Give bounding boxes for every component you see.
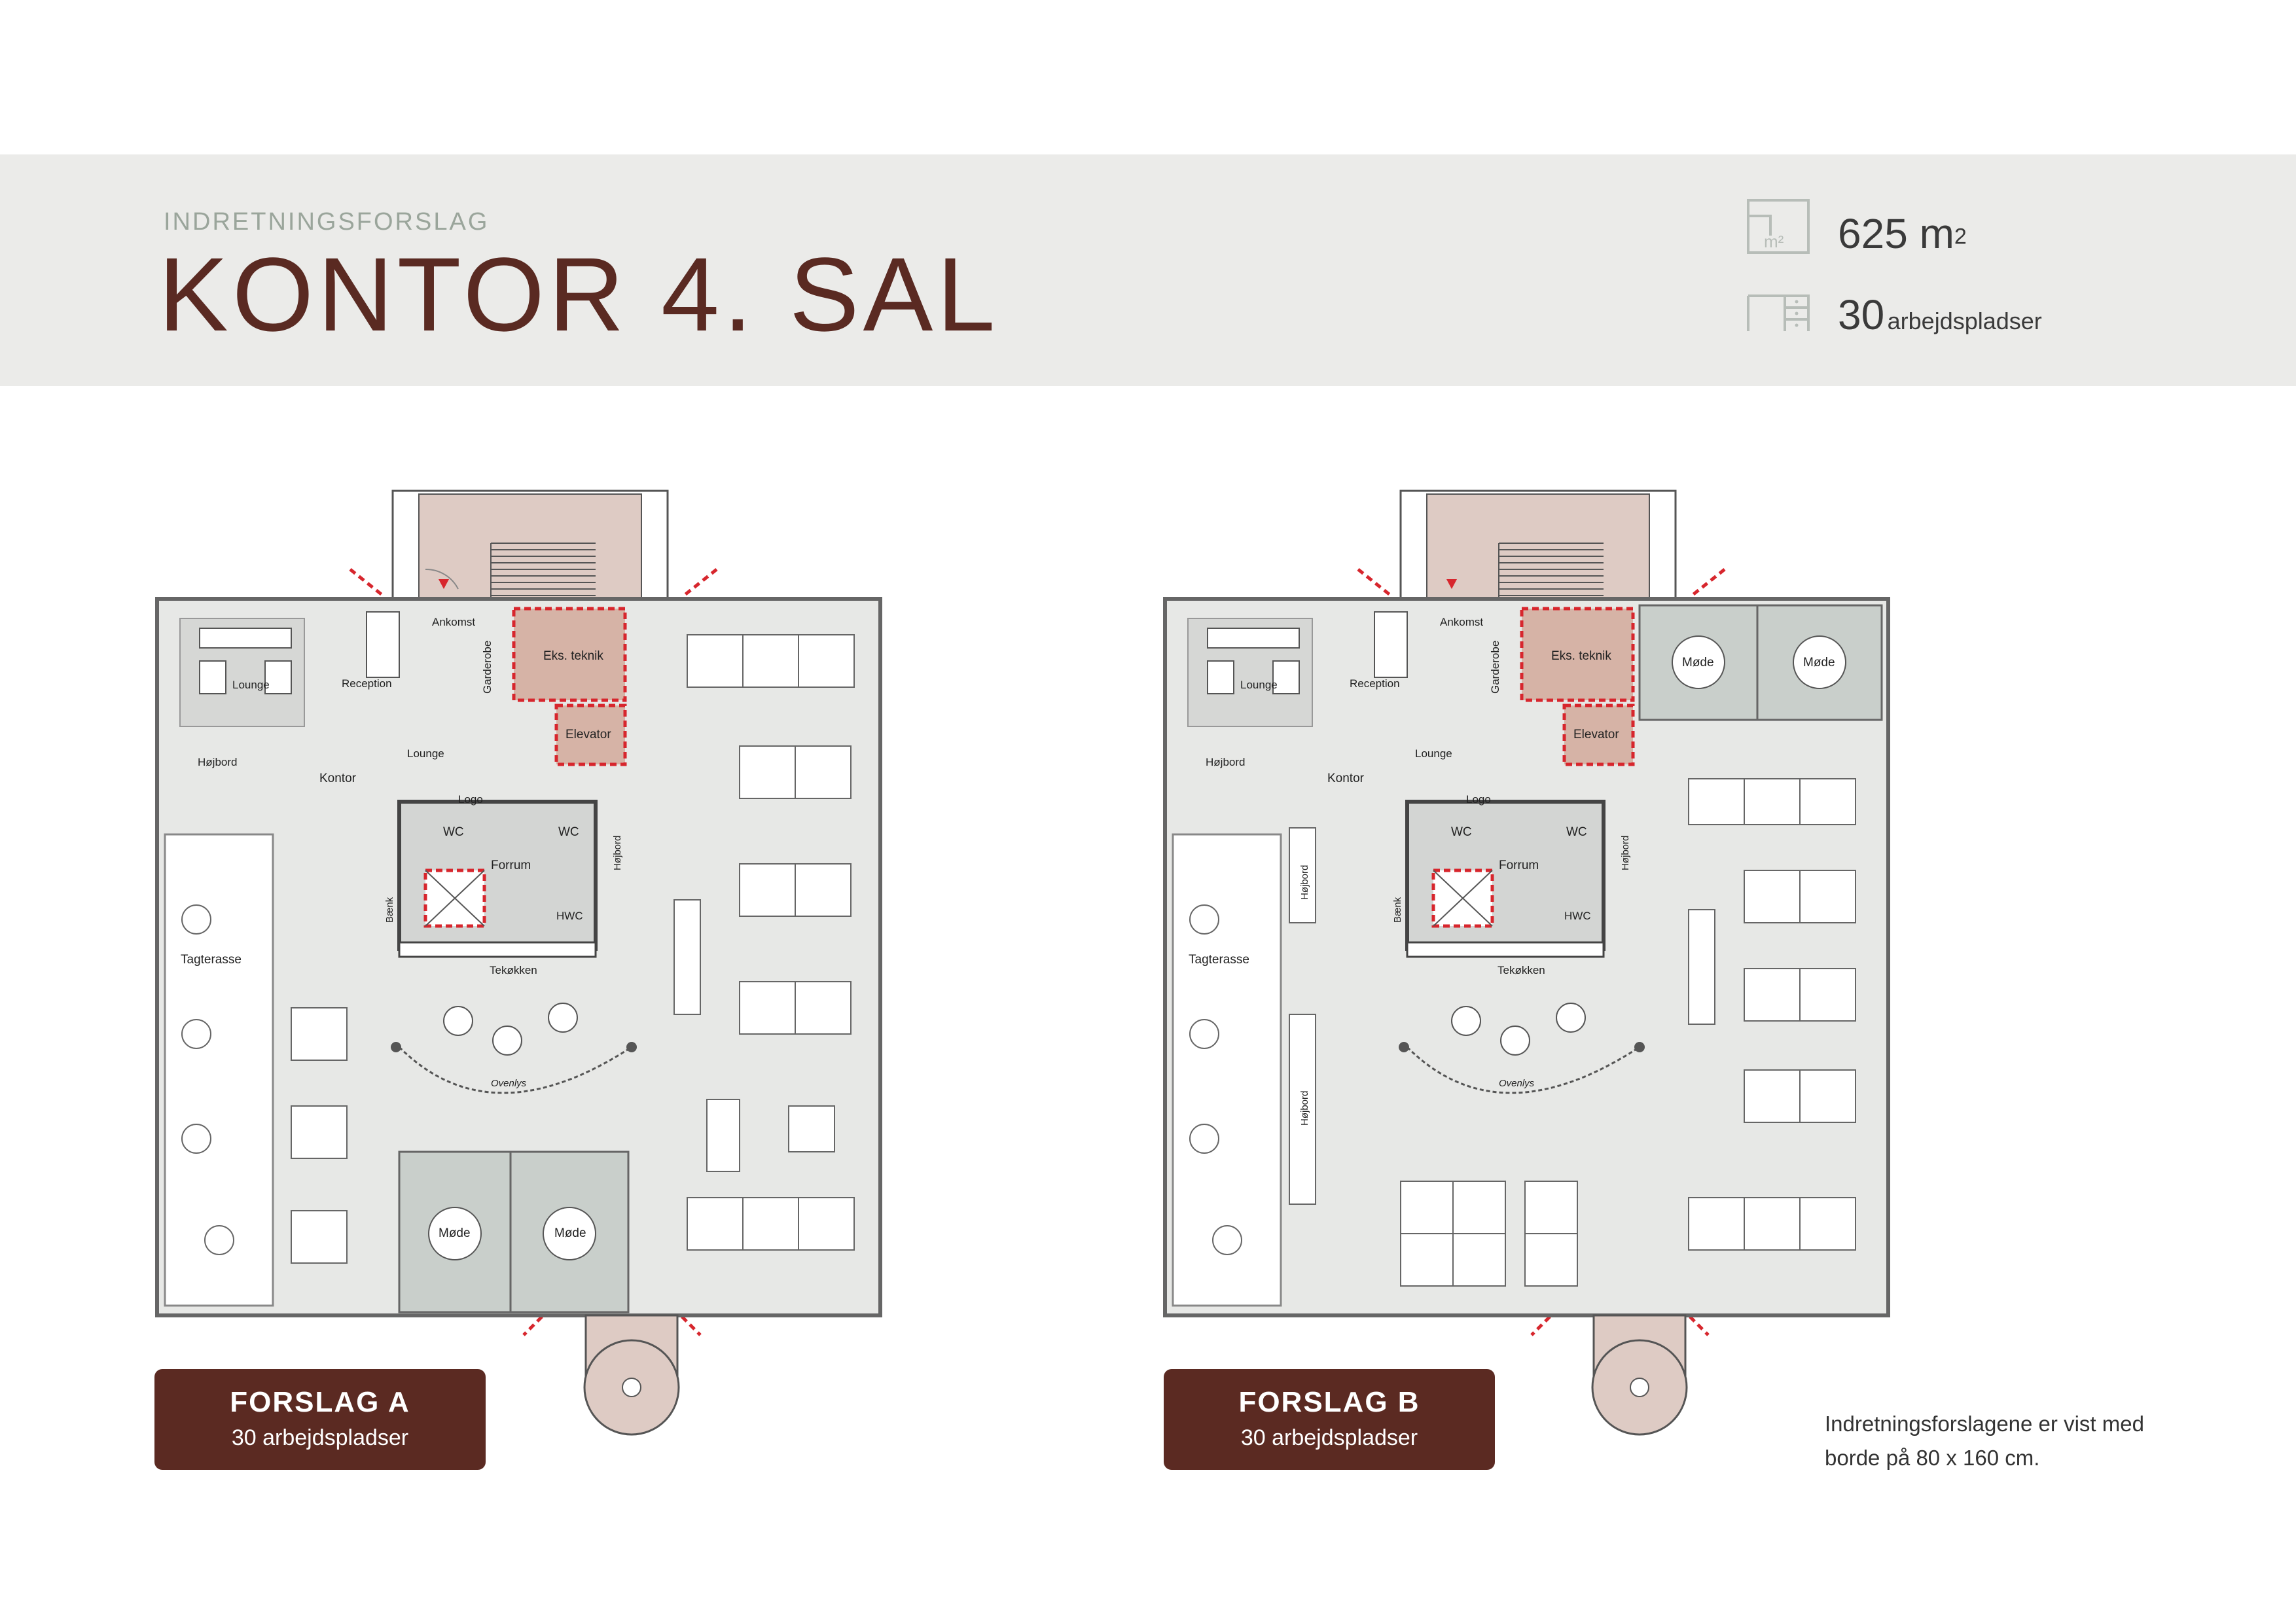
plan-b-reception-label: Reception bbox=[1350, 677, 1400, 690]
area-unit-sup: 2 bbox=[1954, 224, 1967, 249]
plan-a-ankomst-label: Ankomst bbox=[432, 616, 475, 628]
stair-tower-north-b bbox=[1399, 490, 1677, 616]
page-title: KONTOR 4. SAL bbox=[158, 236, 999, 353]
kitchen-counter-b bbox=[1406, 941, 1605, 958]
plan-b-hojbord4-label: Højbord bbox=[1299, 1091, 1310, 1126]
plan-a-badge: FORSLAG A 30 arbejdspladser bbox=[154, 1369, 486, 1470]
desk-clusters-left bbox=[291, 1007, 348, 1264]
plan-b-badge-subtitle: 30 arbejdspladser bbox=[1240, 1425, 1418, 1450]
plan-b-wc2-label: WC bbox=[1566, 825, 1587, 839]
plan-b-kontor-label: Kontor bbox=[1327, 772, 1365, 785]
reception-desk bbox=[366, 611, 400, 678]
workplaces-label: arbejdspladser bbox=[1887, 308, 2042, 334]
plan-a-lounge-label: Lounge bbox=[232, 679, 270, 691]
area-value: 625 m bbox=[1838, 210, 1954, 257]
stair-tower-north bbox=[391, 490, 669, 616]
plan-b-lounge-label: Lounge bbox=[1240, 679, 1278, 691]
elevator-room-b bbox=[1562, 704, 1635, 766]
plan-b-tagterasse-label: Tagterasse bbox=[1189, 953, 1249, 967]
spiral-stair-south bbox=[583, 1314, 680, 1436]
plan-b-hojbord-label: Højbord bbox=[1206, 756, 1245, 768]
plan-a-ovenlys-label: Ovenlys bbox=[491, 1078, 527, 1089]
skylight-arc-b bbox=[1406, 1046, 1640, 1094]
footnote: Indretningsforslagene er vist med borde … bbox=[1825, 1412, 2144, 1470]
plan-a-hwc-label: HWC bbox=[556, 910, 583, 922]
plan-a-lounge2-label: Lounge bbox=[407, 747, 444, 760]
desk-clusters-right bbox=[673, 634, 855, 1251]
plan-a-eks-teknik-label: Eks. teknik bbox=[543, 649, 603, 663]
desk-clusters-b bbox=[1400, 778, 1856, 1287]
skylight-arc bbox=[398, 1046, 632, 1094]
high-table-b1 bbox=[1289, 827, 1316, 923]
reception-desk-b bbox=[1374, 611, 1408, 678]
plan-b-badge-title: FORSLAG B bbox=[1238, 1386, 1420, 1418]
exit-arrow-icon bbox=[1446, 579, 1457, 589]
plan-a-logo-label: Logo bbox=[458, 793, 483, 806]
plan-b-elevator-label: Elevator bbox=[1573, 728, 1619, 741]
plan-a-wc1-label: WC bbox=[443, 825, 464, 839]
plan-b-ankomst-label: Ankomst bbox=[1440, 616, 1483, 628]
floor-plan-b: Lounge Reception Ankomst Garderobe Eks. … bbox=[1163, 490, 1890, 1436]
workplaces-stat: 30 arbejdspladser bbox=[1838, 291, 2042, 339]
plan-b-tekokken-label: Tekøkken bbox=[1498, 964, 1545, 976]
plan-a-forrum-label: Forrum bbox=[491, 859, 531, 872]
floor-plan-a: Lounge Reception Ankomst Garderobe Eks. … bbox=[155, 490, 882, 1436]
plan-a-tagterasse-label: Tagterasse bbox=[181, 953, 242, 967]
plan-b-logo-label: Logo bbox=[1466, 793, 1491, 806]
plan-a-reception-label: Reception bbox=[342, 677, 392, 690]
kitchen-counter bbox=[398, 941, 597, 958]
plan-b-baenk-label: Bænk bbox=[1392, 897, 1403, 923]
plan-b-garderobe-label: Garderobe bbox=[1489, 641, 1501, 694]
plan-a-hojbord2-label: Højbord bbox=[612, 836, 623, 870]
plan-b-mode1-label: Møde bbox=[1682, 656, 1714, 669]
spiral-stair-south-b bbox=[1591, 1314, 1688, 1436]
plan-a-wc2-label: WC bbox=[558, 825, 579, 839]
plan-b-forrum-label: Forrum bbox=[1499, 859, 1539, 872]
plan-b-hojbord2-label: Højbord bbox=[1620, 836, 1631, 870]
technical-room-b bbox=[1520, 607, 1635, 702]
plan-a-kontor-label: Kontor bbox=[319, 772, 357, 785]
plan-b-eks-teknik-label: Eks. teknik bbox=[1551, 649, 1611, 663]
plan-a-tekokken-label: Tekøkken bbox=[490, 964, 537, 976]
plan-a-elevator-label: Elevator bbox=[565, 728, 611, 741]
plan-b-hojbord3-label: Højbord bbox=[1299, 865, 1310, 900]
plan-a-mode1-label: Møde bbox=[439, 1226, 471, 1240]
plan-a-badge-subtitle: 30 arbejdspladser bbox=[231, 1425, 409, 1450]
area-icon: m² bbox=[1747, 199, 1810, 254]
plan-b-wc1-label: WC bbox=[1451, 825, 1472, 839]
plan-b-badge: FORSLAG B 30 arbejdspladser bbox=[1164, 1369, 1495, 1470]
technical-room bbox=[512, 607, 627, 702]
plan-b-hwc-label: HWC bbox=[1564, 910, 1591, 922]
workplaces-value: 30 bbox=[1838, 291, 1885, 338]
desk-icon bbox=[1747, 294, 1810, 331]
plan-a-mode2-label: Møde bbox=[554, 1226, 586, 1240]
elevator-room bbox=[554, 704, 627, 766]
exit-arrow-icon bbox=[439, 579, 449, 589]
plan-a-garderobe-label: Garderobe bbox=[481, 641, 493, 694]
plan-b-mode2-label: Møde bbox=[1803, 656, 1835, 669]
plan-b-lounge2-label: Lounge bbox=[1415, 747, 1452, 760]
plan-a-hojbord-label: Højbord bbox=[198, 756, 237, 768]
page-eyebrow: INDRETNINGSFORSLAG bbox=[164, 208, 490, 236]
plan-a-badge-title: FORSLAG A bbox=[230, 1386, 410, 1418]
header-band bbox=[0, 154, 2296, 386]
plan-b-ovenlys-label: Ovenlys bbox=[1499, 1078, 1535, 1089]
high-table-b2 bbox=[1289, 1014, 1316, 1205]
plan-a-baenk-label: Bænk bbox=[384, 897, 395, 923]
area-icon-label: m² bbox=[1764, 232, 1784, 251]
area-stat: 625 m2 bbox=[1838, 209, 1967, 258]
